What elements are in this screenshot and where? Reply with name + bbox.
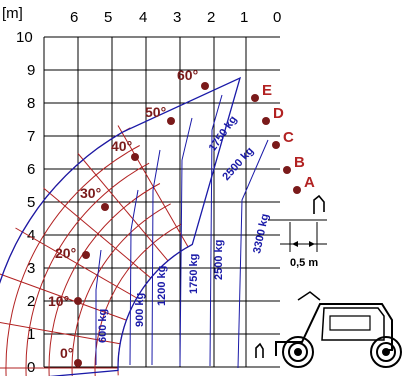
range-arc: [25, 162, 150, 376]
extension-label: D: [273, 105, 284, 122]
angle-markers: 0° 10° 20° 30° 40° 50° 60°: [48, 67, 209, 367]
angle-marker: [131, 153, 139, 161]
angle-label: 20°: [55, 245, 76, 261]
y-tick: 6: [27, 161, 35, 178]
y-tick: 9: [27, 62, 35, 79]
angle-label: 60°: [177, 67, 198, 83]
y-tick: 7: [27, 128, 35, 145]
load-label: 2500 kg: [213, 240, 225, 280]
extension-marker: [251, 94, 259, 102]
y-tick: 5: [27, 194, 35, 211]
load-label: 900 kg: [134, 293, 146, 327]
extension-marker: [262, 117, 270, 125]
y-tick: 2: [27, 293, 35, 310]
x-tick: 6: [70, 9, 78, 26]
extension-label: E: [262, 82, 272, 99]
x-tick: 0: [273, 9, 281, 26]
extension-marker: [272, 141, 280, 149]
load-line: [151, 149, 161, 366]
y-tick: 1: [27, 326, 35, 343]
x-tick: 1: [240, 9, 248, 26]
load-label: 2500 kg: [220, 145, 256, 183]
range-arc: [71, 203, 171, 376]
x-tick: 5: [104, 9, 112, 26]
dimension-marker: [268, 194, 327, 252]
load-label: 1200 kg: [156, 266, 168, 306]
y-tick: 3: [27, 260, 35, 277]
angle-marker: [82, 251, 90, 259]
range-arc: [48, 183, 161, 376]
load-lines: [0, 76, 269, 376]
load-label: 1750 kg: [188, 254, 200, 294]
angle-ray: [0, 273, 127, 321]
load-line: [209, 94, 223, 367]
extension-label: C: [283, 129, 294, 146]
angle-ray: [117, 125, 189, 248]
angle-marker: [74, 297, 82, 305]
telehandler-icon: [255, 291, 402, 368]
angle-marker: [101, 203, 109, 211]
load-line: [129, 189, 139, 366]
unit-label: [m]: [2, 5, 23, 22]
x-tick: 3: [173, 9, 181, 26]
angle-label: 50°: [145, 104, 166, 120]
x-tick: 4: [139, 9, 147, 26]
angle-ray: [0, 322, 121, 345]
y-tick: 10: [16, 29, 33, 46]
load-line: [95, 249, 102, 365]
x-tick: 2: [207, 9, 215, 26]
extension-marker: [293, 186, 301, 194]
angle-label: 30°: [80, 185, 101, 201]
angle-ray: [43, 187, 152, 279]
y-axis-ticks: 10 9 8 7 6 5 4 3 2 1 0: [16, 29, 35, 376]
load-envelope: [0, 76, 242, 376]
angle-ray: [15, 227, 138, 299]
angle-marker: [167, 117, 175, 125]
y-tick: 4: [27, 227, 35, 244]
extension-label: B: [294, 154, 305, 171]
load-line: [179, 117, 193, 367]
angle-marker: [201, 82, 209, 90]
angle-label: 0°: [60, 345, 73, 361]
dimension-label: 0,5 m: [290, 257, 318, 269]
range-lines: [0, 125, 193, 376]
x-axis-ticks: 6 5 4 3 2 1 0: [70, 9, 281, 26]
range-arc: [5, 145, 140, 376]
load-label: 600 kg: [97, 309, 109, 343]
angle-marker: [74, 359, 82, 367]
extension-label: A: [304, 174, 315, 191]
y-tick: 8: [27, 95, 35, 112]
angle-label: 10°: [48, 293, 69, 309]
angle-ray: [77, 153, 169, 262]
extension-marker: [283, 166, 291, 174]
angle-label: 40°: [111, 138, 132, 154]
load-label: 3300 kg: [251, 213, 271, 255]
load-line: [237, 139, 269, 369]
